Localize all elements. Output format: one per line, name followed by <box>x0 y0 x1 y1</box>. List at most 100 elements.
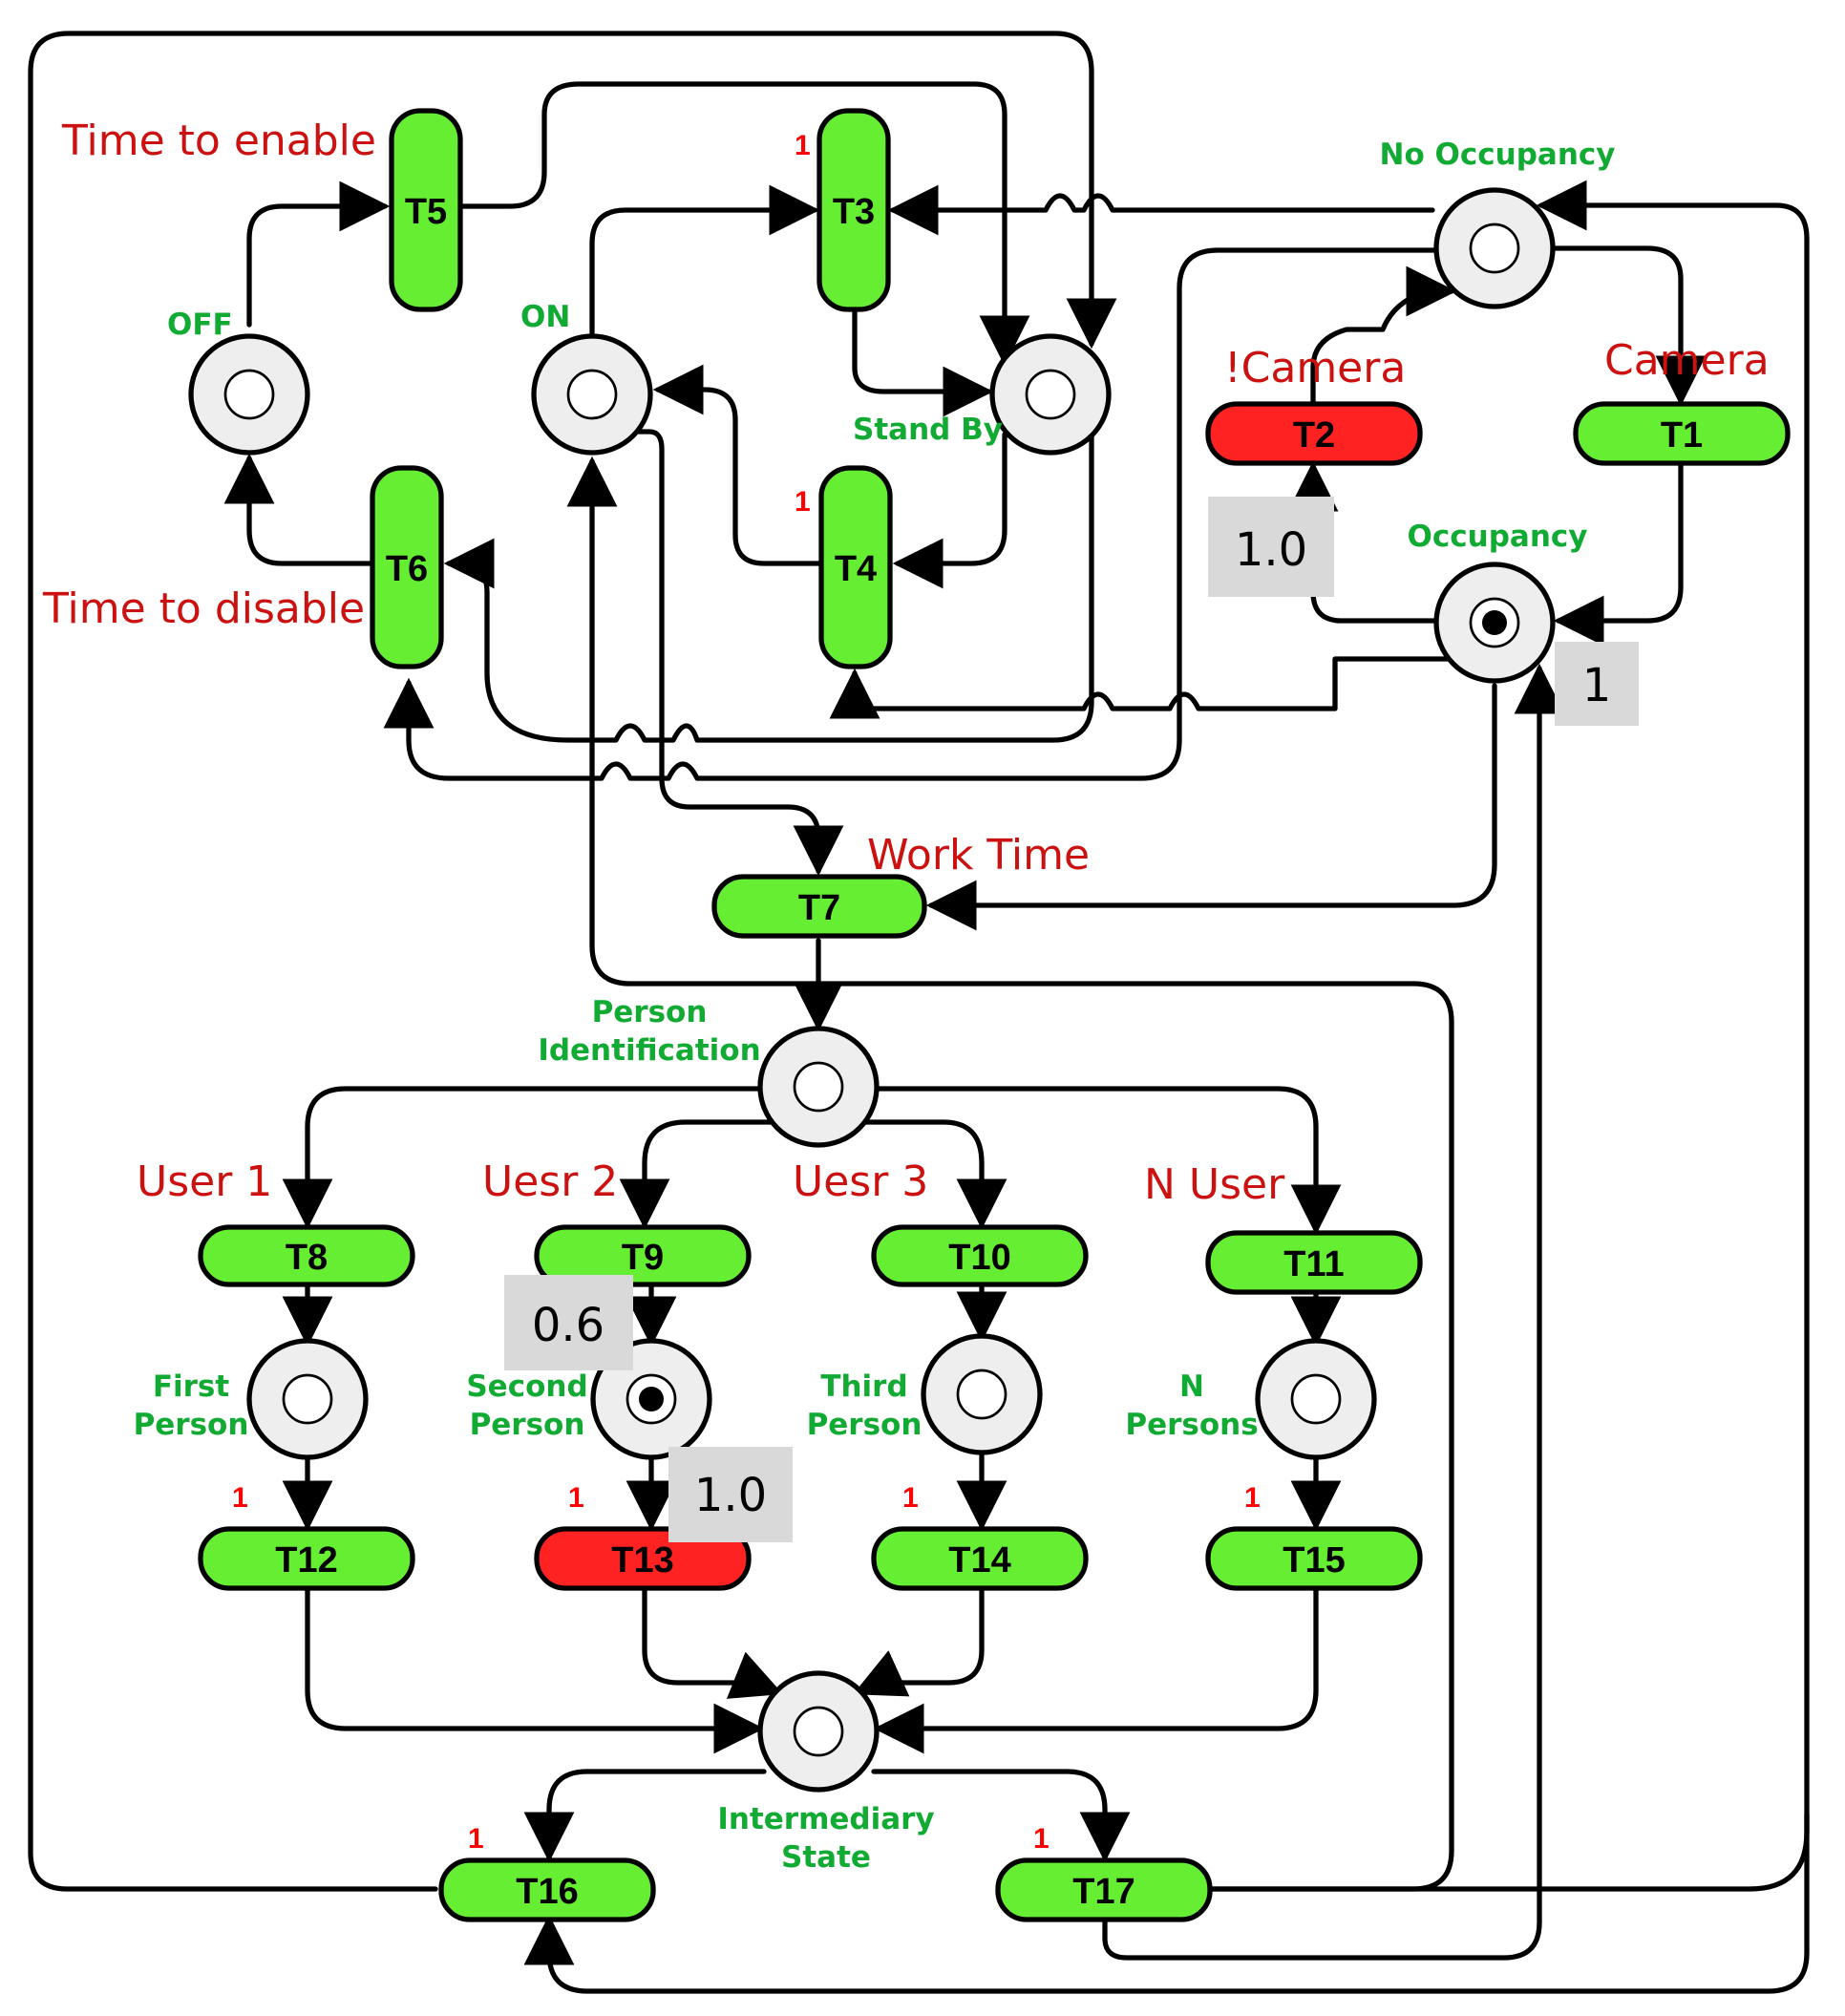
token <box>639 1387 664 1411</box>
arc-outer-loop-t16-standby <box>28 31 1117 1892</box>
weight-box-t2 <box>1208 497 1334 597</box>
transition-t3 <box>816 108 891 312</box>
condition-user-1: User 1 <box>137 1157 272 1206</box>
transition-t7 <box>711 874 927 939</box>
place-person-identification <box>757 1026 880 1148</box>
transition-t5 <box>389 108 463 312</box>
place-third-person-label-1: Third <box>820 1369 907 1404</box>
condition-n-user: N User <box>1144 1160 1285 1209</box>
condition-time-to-disable: Time to disable <box>42 584 365 633</box>
transition-t10 <box>871 1224 1089 1287</box>
condition-labels: Time to enable Time to disable !Camera C… <box>42 117 1770 1209</box>
arc-t6-off <box>223 453 373 566</box>
arc-t12-inter <box>305 1582 765 1754</box>
priority-t14: 1 <box>902 1482 919 1514</box>
weight-t9-text: 0.6 <box>532 1299 604 1352</box>
place-intermediary-state-label-2: State <box>781 1840 871 1875</box>
place-stand-by-label: Stand By <box>853 413 1003 447</box>
place-occupancy-label: Occupancy <box>1408 520 1588 554</box>
transition-t16 <box>438 1857 656 1922</box>
transition-t4 <box>818 465 893 669</box>
arc-on-t3 <box>589 184 820 339</box>
arc-t5-standby <box>457 81 1030 367</box>
weight-occupancy-text: 1 <box>1582 659 1612 712</box>
weight-box-t13 <box>668 1447 793 1542</box>
transition-t11 <box>1205 1230 1423 1295</box>
transition-t12 <box>198 1526 415 1591</box>
place-third-person-label-2: Person <box>807 1408 922 1442</box>
place-person-identification-label-2: Identification <box>538 1033 760 1068</box>
condition-camera: Camera <box>1604 336 1770 385</box>
place-second-person-label-1: Second <box>466 1369 587 1404</box>
place-first-person-label-2: Person <box>134 1408 249 1442</box>
transition-t13 <box>534 1526 752 1591</box>
weight-box-t9 <box>504 1275 633 1370</box>
place-second-person-label-2: Person <box>470 1408 585 1442</box>
arc-personid-t9 <box>619 1119 786 1230</box>
arc-standby-t4 <box>892 432 1007 589</box>
transition-t7-label: T7 <box>798 888 840 928</box>
place-first-person <box>246 1338 369 1460</box>
transition-t1-label: T1 <box>1661 415 1703 456</box>
place-person-identification-label-1: Person <box>592 995 708 1029</box>
place-first-person-label-1: First <box>153 1369 230 1404</box>
place-off <box>188 333 310 456</box>
transition-t14-label: T14 <box>948 1540 1010 1581</box>
arc-t4-on <box>652 364 822 566</box>
transition-t8 <box>198 1224 415 1287</box>
arc-occ-t7 <box>925 683 1497 931</box>
arc-noocc-t3 <box>887 184 1435 236</box>
arc-t1-occ <box>1553 462 1684 647</box>
transition-t16-label: T16 <box>516 1872 578 1912</box>
place-n-persons-label-1: N <box>1179 1369 1204 1404</box>
place-stand-by <box>989 333 1112 456</box>
place-no-occupancy <box>1433 187 1556 309</box>
transition-t13-label: T13 <box>611 1540 673 1581</box>
arc-inter-t16 <box>523 1769 767 1863</box>
priority-t3: 1 <box>795 130 811 161</box>
priority-t13: 1 <box>568 1482 584 1514</box>
weight-t2-text: 1.0 <box>1235 523 1307 577</box>
arc-t1-t16-bottom <box>523 1812 1810 1994</box>
arc-noocc-t6-b <box>383 247 1445 781</box>
transitions: T5 T3 T6 T4 T2 T1 T7 T8 T9 T10 T11 T12 T… <box>198 108 1791 1922</box>
condition-work-time: Work Time <box>867 831 1090 880</box>
place-on-label: ON <box>520 300 570 334</box>
priority-t12: 1 <box>232 1482 248 1514</box>
arc-personid-t11 <box>861 1086 1342 1236</box>
transition-t9-label: T9 <box>622 1238 664 1278</box>
arc-noocc-t1 <box>1544 245 1707 407</box>
transition-t5-label: T5 <box>405 192 447 232</box>
place-labels: OFF ON Stand By No Occupancy Occupancy P… <box>134 138 1616 1875</box>
condition-user-2: Uesr 2 <box>482 1157 618 1206</box>
place-on <box>531 333 653 456</box>
arc-ret-on-t17 <box>566 456 1454 1892</box>
priority-t17: 1 <box>1033 1823 1050 1855</box>
arc-t2-noocc <box>1310 265 1457 404</box>
condition-not-camera: !Camera <box>1224 344 1406 393</box>
transition-t2 <box>1205 401 1423 466</box>
condition-time-to-enable: Time to enable <box>61 117 376 165</box>
weight-t13-text: 1.0 <box>694 1469 767 1522</box>
arc-t15-inter <box>873 1582 1319 1754</box>
arc-standby-to-t6-a <box>443 422 1094 743</box>
priority-t16: 1 <box>468 1823 484 1855</box>
arc-on-t7 <box>635 429 844 877</box>
weight-boxes: 1.0 1 0.6 1.0 <box>504 497 1639 1542</box>
transition-t15-label: T15 <box>1283 1540 1345 1581</box>
transition-t8-label: T8 <box>286 1238 328 1278</box>
transition-t6-label: T6 <box>386 549 428 589</box>
place-n-persons-label-2: Persons <box>1125 1408 1258 1442</box>
arc-occ-t4 <box>829 656 1469 719</box>
weight-box-occupancy <box>1555 642 1639 726</box>
arc-t3-standby <box>852 303 994 417</box>
place-off-label: OFF <box>167 308 233 342</box>
arcs <box>28 31 1810 1994</box>
token <box>1482 610 1507 635</box>
arc-t14-inter <box>853 1582 985 1697</box>
transition-t17-label: T17 <box>1072 1872 1135 1912</box>
condition-user-3: Uesr 3 <box>793 1157 928 1206</box>
place-n-persons <box>1255 1338 1377 1460</box>
arc-personid-t10 <box>852 1119 1007 1230</box>
